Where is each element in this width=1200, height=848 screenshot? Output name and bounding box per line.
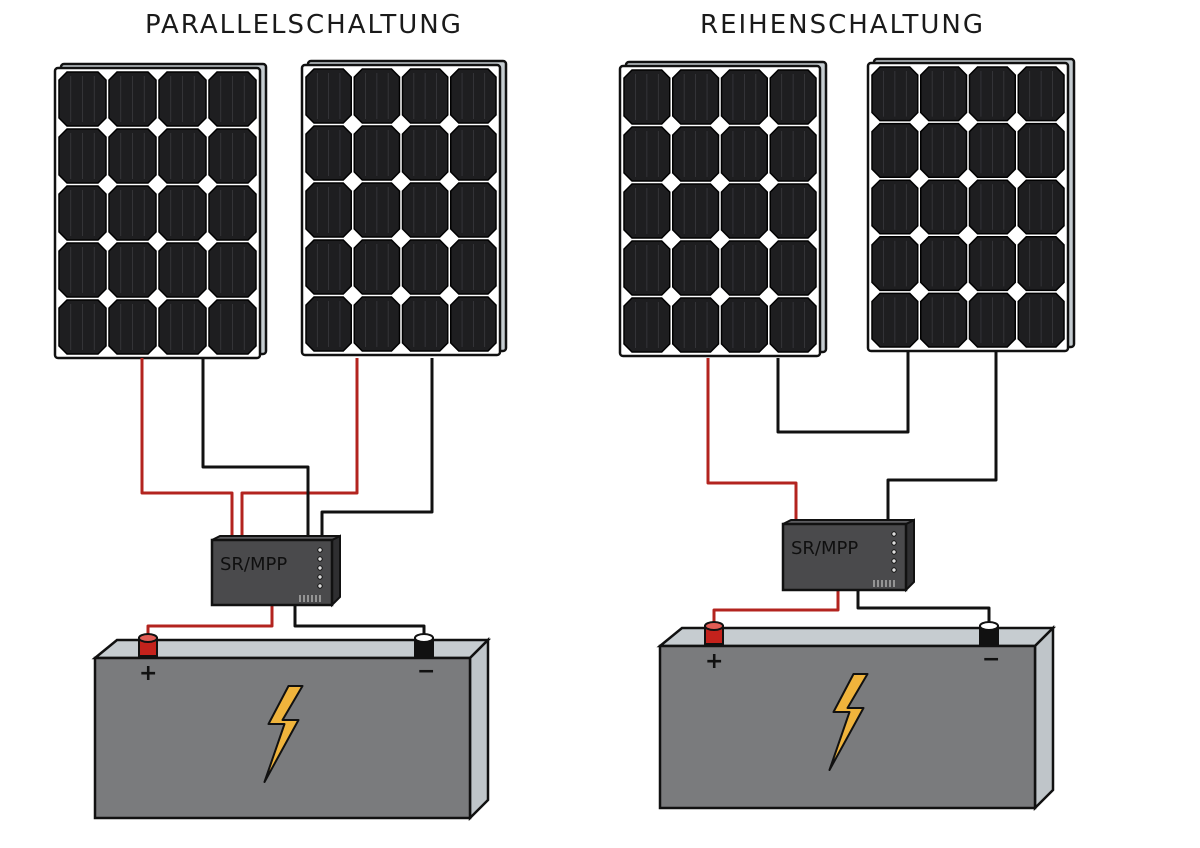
led-indicator	[891, 540, 897, 546]
led-indicator	[317, 547, 323, 553]
controller-label: SR/MPP	[220, 554, 287, 575]
parallel-circuit: SR/MPP +−	[53, 59, 508, 822]
led-indicator	[891, 558, 897, 564]
solar-panel-left-2	[300, 59, 508, 357]
led-indicator	[317, 565, 323, 571]
led-indicator	[891, 549, 897, 555]
controller-label: SR/MPP	[791, 538, 858, 559]
controller-body	[210, 538, 334, 607]
wire-negative-panel1	[201, 358, 310, 536]
series-wires	[706, 352, 998, 628]
wire-positive-battery	[712, 590, 840, 628]
led-indicator	[317, 556, 323, 562]
wire-negative-battery	[856, 590, 991, 628]
wire-positive-panel2	[240, 358, 359, 536]
parallel-title: PARALLELSCHALTUNG	[145, 10, 463, 40]
terminal-negative-cap	[414, 633, 434, 643]
terminal-negative-cap	[979, 621, 999, 631]
wire-series-link	[776, 352, 910, 434]
solar-panel-right-1	[618, 60, 828, 358]
solar-panel-left-1	[53, 62, 268, 360]
battery-series: +−	[656, 621, 1057, 812]
battery-parallel: +−	[91, 633, 492, 822]
terminal-positive-cap	[704, 621, 724, 631]
battery-side	[468, 636, 490, 822]
wire-positive-panel1	[706, 358, 798, 520]
lightning-bolt-icon	[263, 685, 304, 783]
controller-body	[781, 522, 908, 592]
terminal-positive-cap	[138, 633, 158, 643]
solar-panel-right-2	[866, 57, 1076, 353]
wire-negative-panel2	[886, 352, 998, 520]
plus-sign: +	[139, 661, 157, 686]
wire-negative-panel2	[320, 358, 434, 536]
charge-controller-parallel: SR/MPP	[210, 534, 341, 608]
lightning-bolt-icon	[828, 673, 869, 771]
minus-sign: −	[982, 647, 1000, 672]
wire-positive-panel1	[140, 358, 234, 536]
wire-negative-battery	[293, 605, 426, 640]
battery-side	[1033, 624, 1055, 812]
led-indicator	[317, 574, 323, 580]
charge-controller-series: SR/MPP	[781, 518, 915, 593]
led-indicator	[891, 531, 897, 537]
led-indicator	[317, 583, 323, 589]
wire-positive-battery	[146, 605, 274, 640]
plus-sign: +	[705, 649, 723, 674]
series-circuit: SR/MPP +−	[618, 57, 1076, 812]
series-title: REIHENSCHALTUNG	[700, 10, 985, 40]
led-indicator	[891, 567, 897, 573]
minus-sign: −	[417, 659, 435, 684]
